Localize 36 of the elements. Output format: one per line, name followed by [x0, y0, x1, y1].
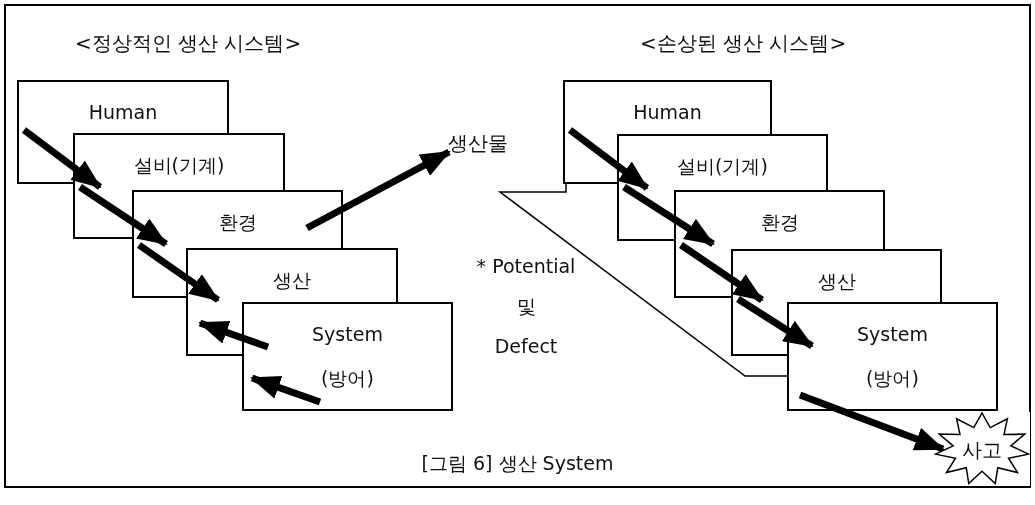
arrow: [567, 127, 650, 191]
arrow: [21, 127, 103, 190]
process-box: [787, 302, 998, 411]
box-label: 설비(기계): [676, 154, 769, 179]
process-box: [731, 249, 942, 302]
arrow: [798, 391, 945, 453]
arrow: [78, 184, 168, 247]
process-box: [674, 190, 885, 249]
box-label: 생산: [816, 269, 857, 294]
process-box: [617, 134, 828, 190]
box-label: 환경: [759, 210, 800, 235]
arrow: [679, 242, 764, 303]
box-label: System (방어): [856, 322, 929, 391]
arrow: [250, 374, 322, 406]
connector-line: [497, 183, 788, 377]
box-label: Human: [87, 100, 159, 125]
arrow: [137, 242, 220, 303]
arrow: [622, 184, 715, 247]
annotation-text: * Potential 및 Defect: [475, 254, 577, 359]
box-label: Human: [632, 100, 703, 125]
starburst-label: 사고: [961, 437, 1003, 464]
box-label: 생산: [272, 268, 312, 293]
process-box: [186, 248, 398, 302]
process-box: [242, 302, 453, 411]
process-box: [17, 80, 229, 133]
section-heading: <정상적인 생산 시스템>: [75, 30, 302, 57]
process-box: [132, 190, 343, 248]
section-heading: <손상된 생산 시스템>: [640, 30, 847, 57]
output-label: 생산물: [448, 131, 508, 155]
box-label: 설비(기계): [132, 153, 226, 178]
box-label: 환경: [217, 210, 258, 235]
arrow: [305, 148, 451, 232]
box-label: System (방어): [311, 322, 384, 391]
process-box: [73, 133, 285, 190]
arrow: [736, 296, 814, 349]
process-box: [563, 80, 772, 134]
